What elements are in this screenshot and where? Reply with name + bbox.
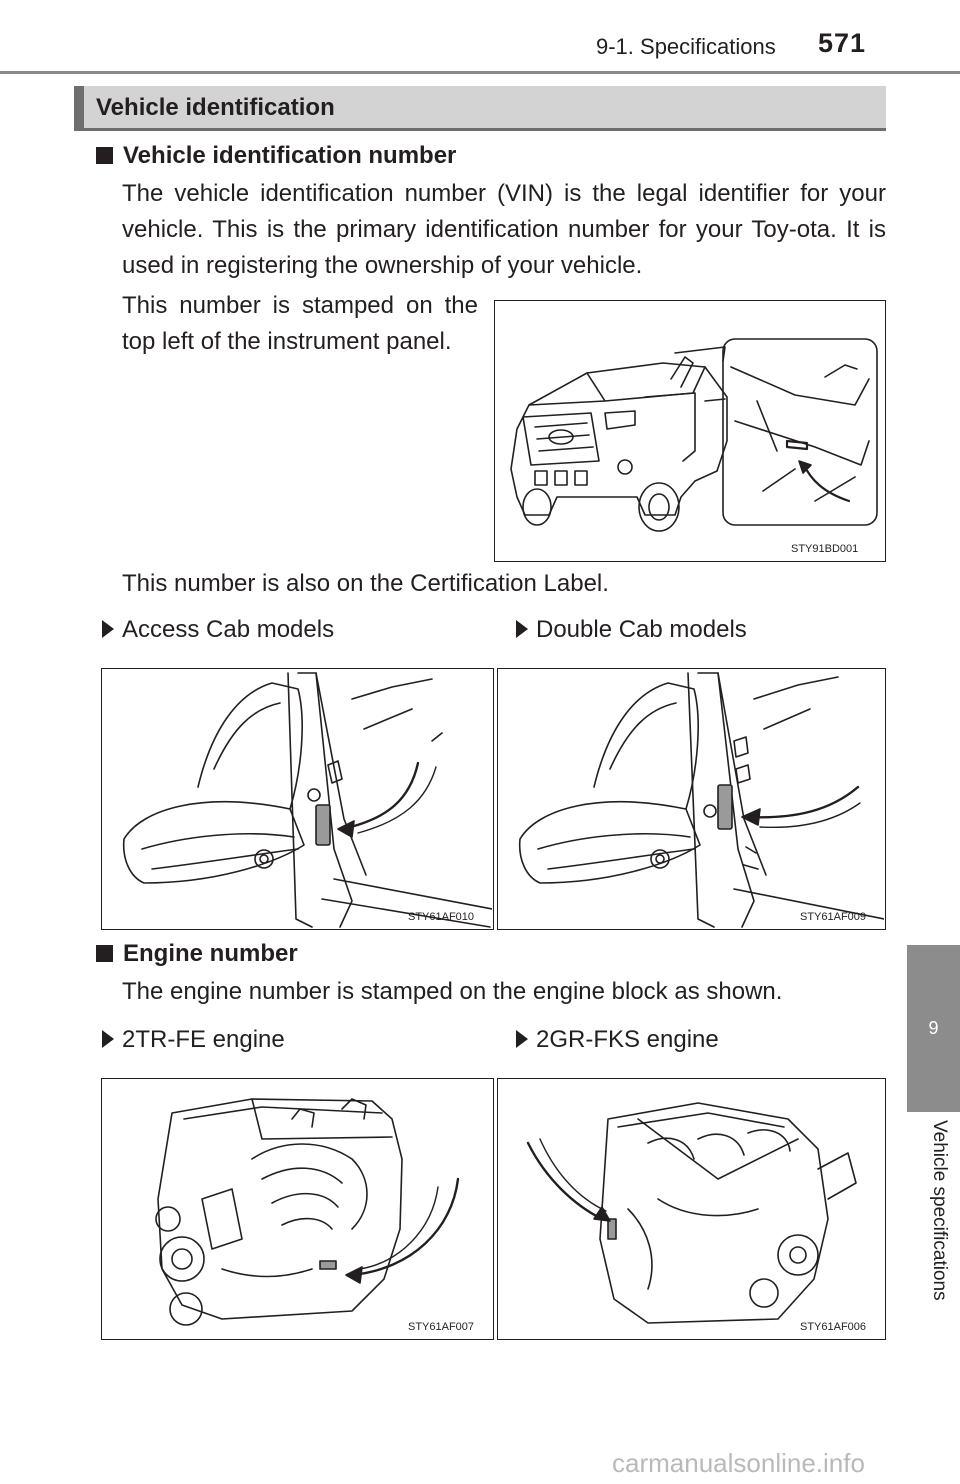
engine-2trfe-figure: STY61AF007	[101, 1078, 494, 1340]
vin-location-text: This number is stamped on the top left o…	[122, 292, 478, 355]
engine-illustration: STY61AF007	[155, 1098, 474, 1333]
watermark-text: carmanualsonline.info	[612, 1448, 865, 1478]
seat-door-illustration: STY61AF010	[122, 672, 492, 928]
double-cab-figure: STY61AF009	[497, 668, 886, 930]
engine-2grfks-caption: 2GR-FKS engine	[536, 1026, 719, 1053]
engine-2trfe-caption: 2TR-FE engine	[122, 1026, 285, 1053]
header-rule	[0, 71, 960, 74]
vin-location-figure: STY91BD001	[494, 300, 886, 562]
triangle-bullet-icon	[102, 620, 114, 638]
chapter-number: 9	[928, 1018, 939, 1038]
vin-paragraph: The vehicle identification number (VIN) …	[122, 180, 886, 279]
vin-heading-text: Vehicle identification number	[123, 142, 457, 169]
engine-heading-text: Engine number	[123, 940, 298, 967]
section-title-bar	[74, 86, 886, 130]
chapter-title: Vehicle specifications	[929, 1120, 950, 1301]
chapter-tab[interactable]	[907, 945, 960, 1112]
engine-paragraph: The engine number is stamped on the engi…	[122, 978, 783, 1005]
engine-2grfks-figure: STY61AF006	[497, 1078, 886, 1340]
figure-code: STY61AF010	[408, 911, 474, 923]
certification-text: This number is also on the Certification…	[122, 570, 609, 597]
triangle-bullet-icon	[516, 620, 528, 638]
header-section-title: 9-1. Specifications	[596, 34, 776, 59]
access-cab-caption: Access Cab models	[122, 616, 335, 643]
engine-heading: Engine number	[96, 940, 298, 968]
section-title: Vehicle identification	[96, 94, 335, 121]
page-number: 571	[818, 28, 867, 58]
square-bullet-icon	[96, 945, 113, 962]
figure-code: STY61AF007	[408, 1321, 474, 1333]
figure-code: STY91BD001	[791, 543, 858, 555]
figure-code: STY61AF009	[800, 911, 866, 923]
access-cab-figure: STY61AF010	[101, 668, 494, 930]
section-bar-accent	[74, 86, 84, 130]
double-cab-caption: Double Cab models	[536, 616, 747, 643]
section-bar-rule	[74, 128, 886, 131]
figure-code: STY61AF006	[800, 1321, 866, 1333]
triangle-bullet-icon	[516, 1030, 528, 1048]
engine-illustration: STY61AF006	[526, 1102, 866, 1333]
triangle-bullet-icon	[102, 1030, 114, 1048]
vin-heading: Vehicle identification number	[96, 142, 456, 170]
truck-illustration: STY91BD001	[510, 338, 878, 555]
square-bullet-icon	[96, 147, 113, 164]
seat-door-illustration: STY61AF009	[518, 672, 884, 928]
